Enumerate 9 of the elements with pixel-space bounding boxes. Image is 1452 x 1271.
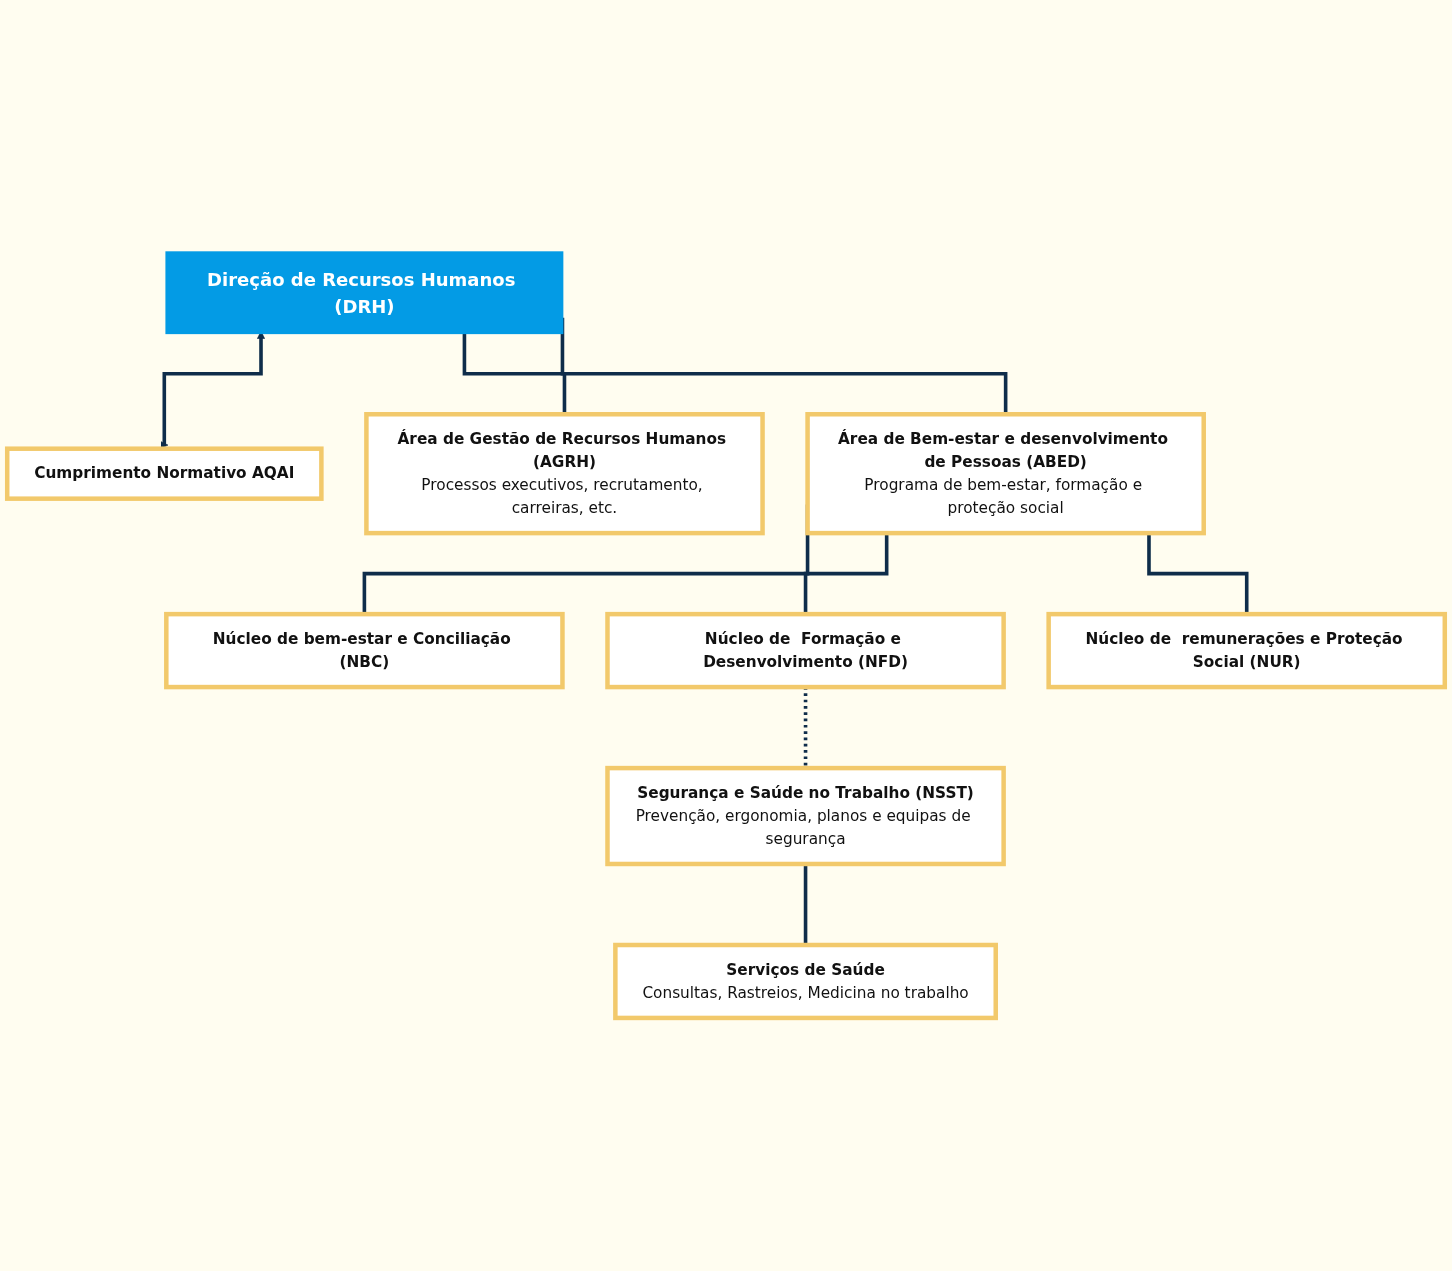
node-box: Área de Gestão de Recursos Humanos (AGRH) Processos executivos, recrutamento, carreiras, etc. bbox=[364, 412, 765, 536]
node-box: Direção de Recursos Humanos (DRH) bbox=[165, 251, 564, 335]
node-box: Núcleo de bem-estar e Conciliação (NBC) bbox=[164, 612, 565, 690]
node-box: Segurança e Saúde no Trabalho (NSST) Prevenção, ergonomia, planos e equipas de segurança bbox=[605, 766, 1006, 867]
node-box: Núcleo de remunerações e Proteção Social (NUR) bbox=[1046, 612, 1448, 690]
node-box: Cumprimento Normativo AQAI bbox=[4, 446, 324, 502]
node-box: Núcleo de Formação e Desenvolvimento (NFD) bbox=[605, 612, 1006, 690]
node-box: Área de Bem-estar e desenvolvimento de Pessoas (ABED) Programa de bem-estar, formação e proteção social bbox=[805, 412, 1206, 536]
node-box: Serviços de Saúde Consultas, Rastreios, Medicina no trabalho bbox=[613, 943, 998, 1021]
